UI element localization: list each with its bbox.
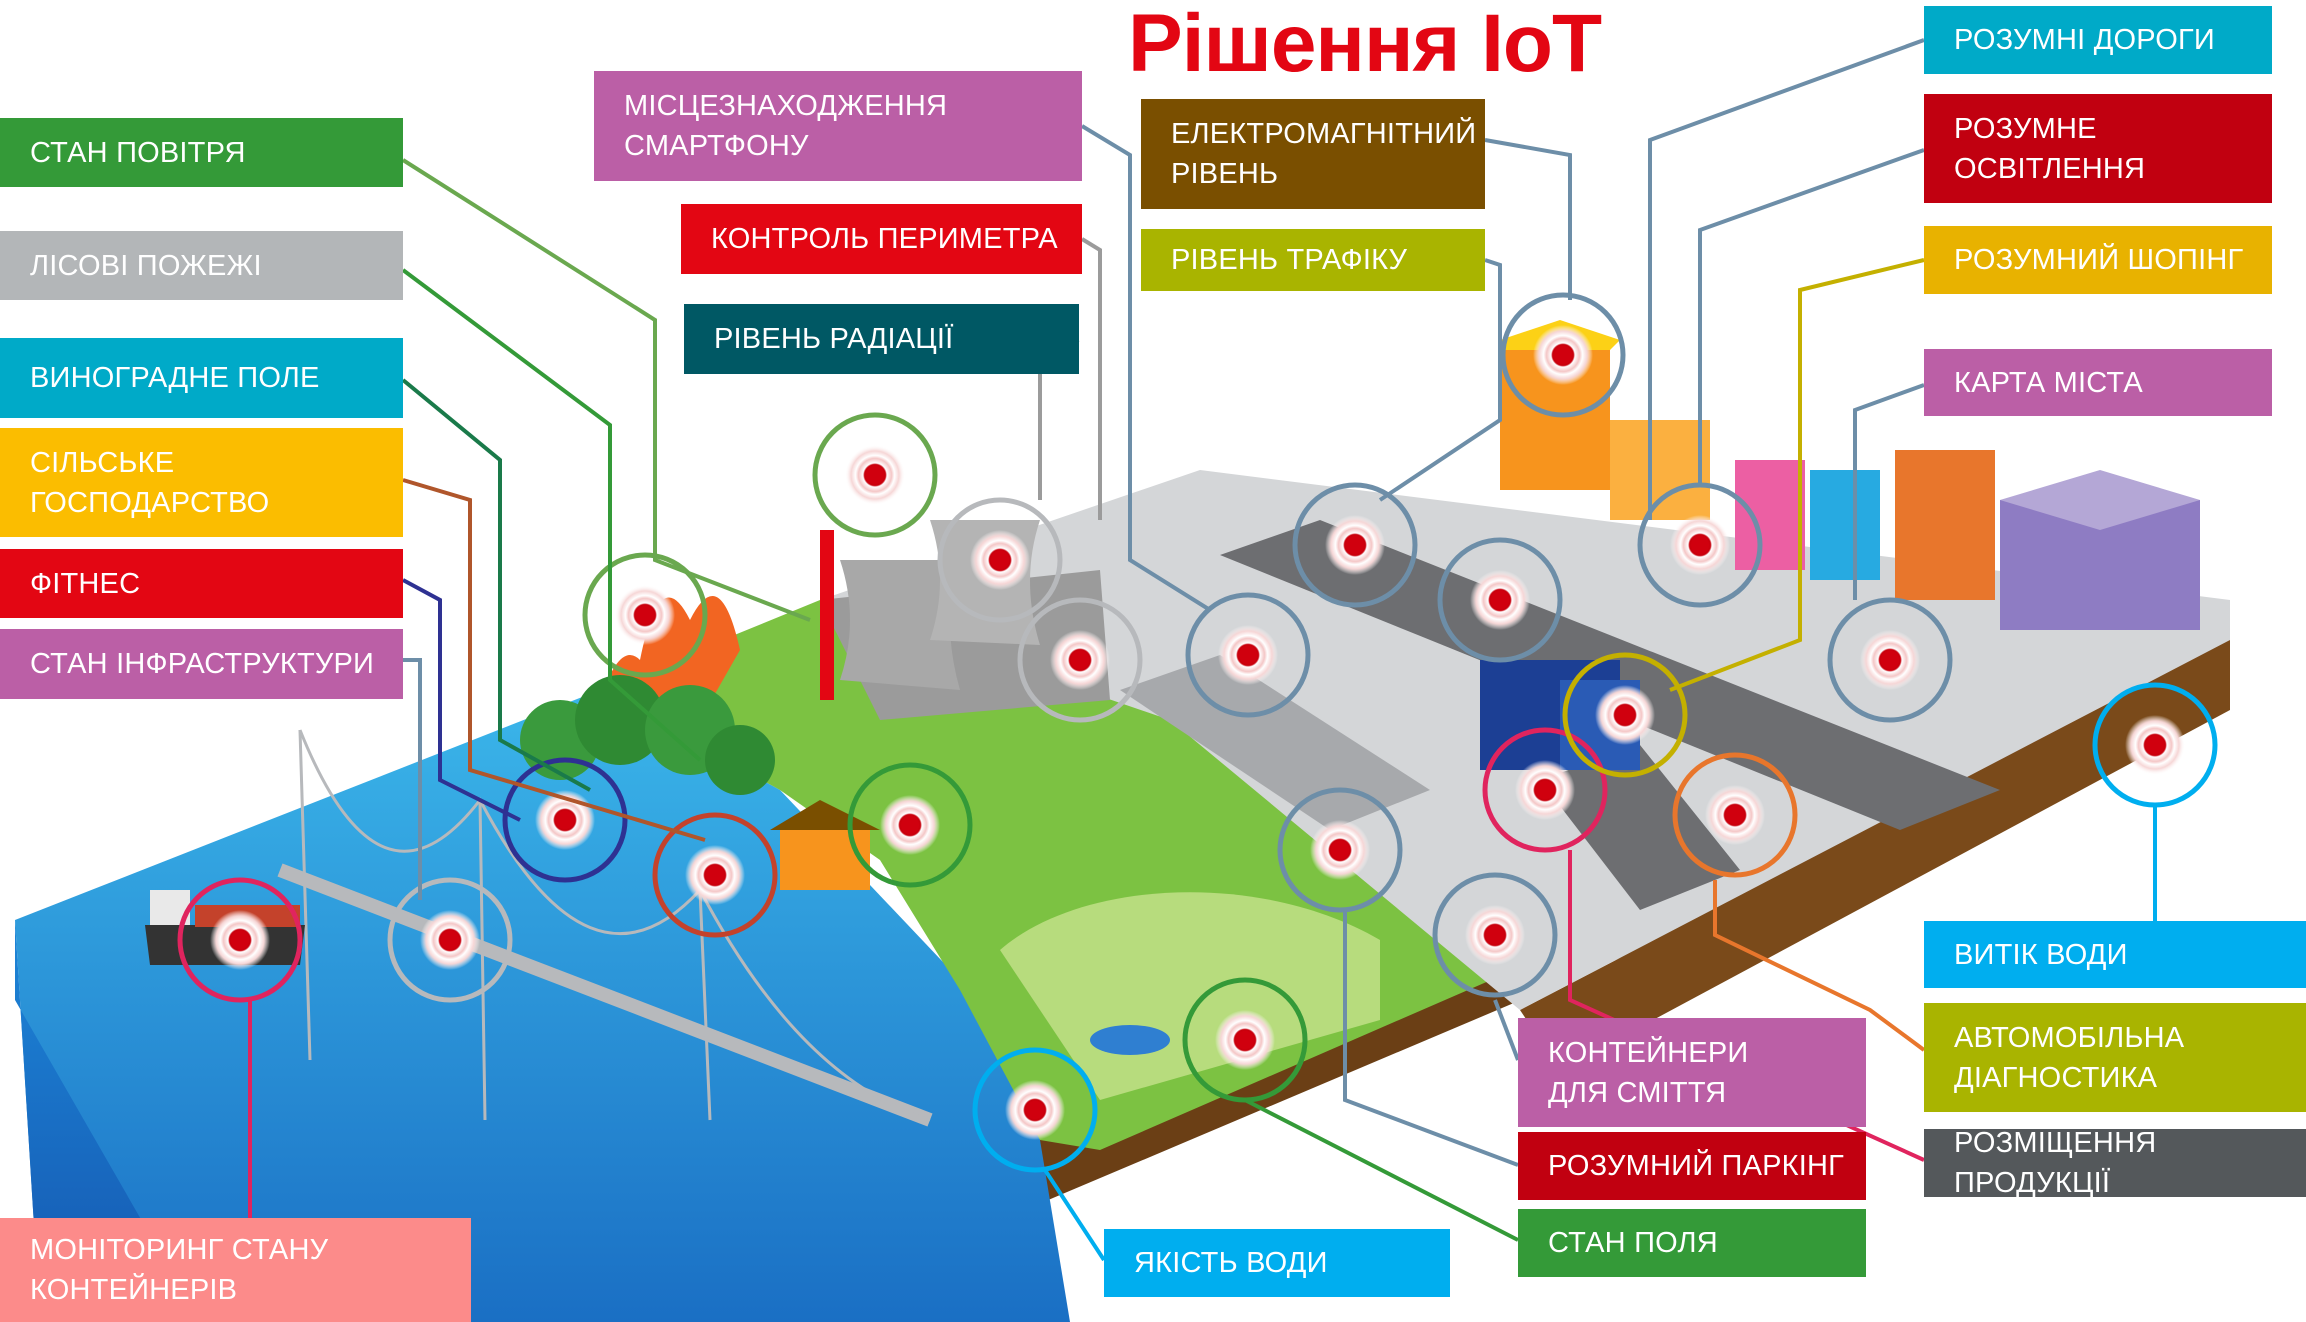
sensor-marker-icon bbox=[1500, 292, 1626, 418]
sensor-marker-icon bbox=[1292, 482, 1418, 608]
sensor-marker-icon bbox=[652, 812, 778, 938]
connector-line bbox=[1343, 910, 1519, 1167]
sensor-marker-icon bbox=[1277, 787, 1403, 913]
connector-line bbox=[402, 578, 521, 822]
connector-line bbox=[401, 378, 591, 792]
sensor-marker-icon bbox=[1562, 652, 1688, 778]
label-smart-shopping[interactable]: РОЗУМНИЙ ШОПІНГ bbox=[1924, 226, 2272, 294]
sensor-markers bbox=[177, 292, 2218, 1173]
connector-line bbox=[1244, 1098, 1519, 1242]
sensor-marker-icon bbox=[1672, 752, 1798, 878]
sensor-marker-icon bbox=[812, 412, 938, 538]
sensor-marker-icon bbox=[1185, 592, 1311, 718]
sensor-marker-icon bbox=[387, 877, 513, 1003]
label-water-quality[interactable]: ЯКІСТЬ ВОДИ bbox=[1104, 1229, 1450, 1297]
connector-line bbox=[401, 268, 702, 762]
label-smart-lighting[interactable]: РОЗУМНЕ ОСВІТЛЕННЯ bbox=[1924, 94, 2272, 203]
label-smartphone-location[interactable]: МІСЦЕЗНАХОДЖЕННЯ СМАРТФОНУ bbox=[594, 71, 1082, 181]
sensor-marker-icon bbox=[582, 552, 708, 678]
label-infrastructure[interactable]: СТАН ІНФРАСТРУКТУРИ bbox=[0, 629, 403, 699]
sensor-marker-icon bbox=[177, 877, 303, 1003]
label-container-monitoring[interactable]: МОНІТОРИНГ СТАНУ КОНТЕЙНЕРІВ bbox=[0, 1218, 471, 1322]
sensor-marker-icon bbox=[937, 497, 1063, 623]
connector-lines bbox=[248, 38, 2157, 1262]
label-car-diagnostics[interactable]: АВТОМОБІЛЬНА ДІАГНОСТИКА bbox=[1924, 1003, 2306, 1112]
label-fitness[interactable]: ФІТНЕС bbox=[0, 549, 403, 618]
connector-line bbox=[1648, 38, 1925, 520]
label-forest-fires[interactable]: ЛІСОВІ ПОЖЕЖІ bbox=[0, 231, 403, 300]
label-perimeter-control[interactable]: КОНТРОЛЬ ПЕРИМЕТРА bbox=[681, 204, 1082, 274]
label-radiation-level[interactable]: РІВЕНЬ РАДІАЦІЇ bbox=[684, 304, 1079, 374]
connector-line bbox=[402, 478, 706, 842]
label-em-level[interactable]: ЕЛЕКТРОМАГНІТНИЙ РІВЕНЬ bbox=[1141, 99, 1485, 209]
connector-line bbox=[1378, 258, 1502, 502]
connector-line bbox=[1698, 148, 1925, 485]
sensor-marker-icon bbox=[1182, 977, 1308, 1103]
connector-line bbox=[1080, 237, 1102, 520]
connector-line bbox=[1043, 1168, 1106, 1262]
bridge bbox=[277, 729, 933, 1127]
sensor-marker-icon bbox=[1437, 537, 1563, 663]
connector-line bbox=[1484, 138, 1572, 300]
label-city-map[interactable]: КАРТА МІСТА bbox=[1924, 349, 2272, 416]
connector-line bbox=[401, 158, 811, 622]
label-field-state[interactable]: СТАН ПОЛЯ bbox=[1518, 1209, 1866, 1277]
connector-line bbox=[1713, 880, 1926, 1052]
sensor-marker-icon bbox=[847, 762, 973, 888]
label-smart-parking[interactable]: РОЗУМНИЙ ПАРКІНГ bbox=[1518, 1132, 1866, 1200]
label-waste-containers[interactable]: КОНТЕЙНЕРИ ДЛЯ СМІТТЯ bbox=[1518, 1018, 1866, 1127]
label-water-leak[interactable]: ВИТІК ВОДИ bbox=[1924, 921, 2306, 988]
sensor-marker-icon bbox=[502, 757, 628, 883]
label-product-placement[interactable]: РОЗМІЩЕННЯ ПРОДУКЦІЇ bbox=[1924, 1129, 2306, 1197]
grass-land bbox=[600, 600, 1560, 1150]
label-vineyard[interactable]: ВИНОГРАДНЕ ПОЛЕ bbox=[0, 338, 403, 418]
sensor-marker-icon bbox=[1432, 872, 1558, 998]
connector-line bbox=[1080, 124, 1212, 612]
label-smart-roads[interactable]: РОЗУМНІ ДОРОГИ bbox=[1924, 6, 2272, 74]
label-traffic-level[interactable]: РІВЕНЬ ТРАФІКУ bbox=[1141, 229, 1485, 291]
sensor-marker-icon bbox=[972, 1047, 1098, 1173]
connector-line bbox=[1853, 383, 1925, 600]
label-agriculture[interactable]: СІЛЬСЬКЕ ГОСПОДАРСТВО bbox=[0, 428, 403, 537]
connector-line bbox=[1669, 258, 1925, 692]
connector-line bbox=[1493, 999, 1520, 1061]
sensor-marker-icon bbox=[1017, 597, 1143, 723]
sensor-marker-icon bbox=[1827, 597, 1953, 723]
sensor-marker-icon bbox=[1482, 727, 1608, 853]
page-title: Рішення IoT bbox=[1128, 0, 1602, 89]
label-air-quality[interactable]: СТАН ПОВІТРЯ bbox=[0, 118, 403, 187]
connector-line bbox=[403, 658, 422, 900]
